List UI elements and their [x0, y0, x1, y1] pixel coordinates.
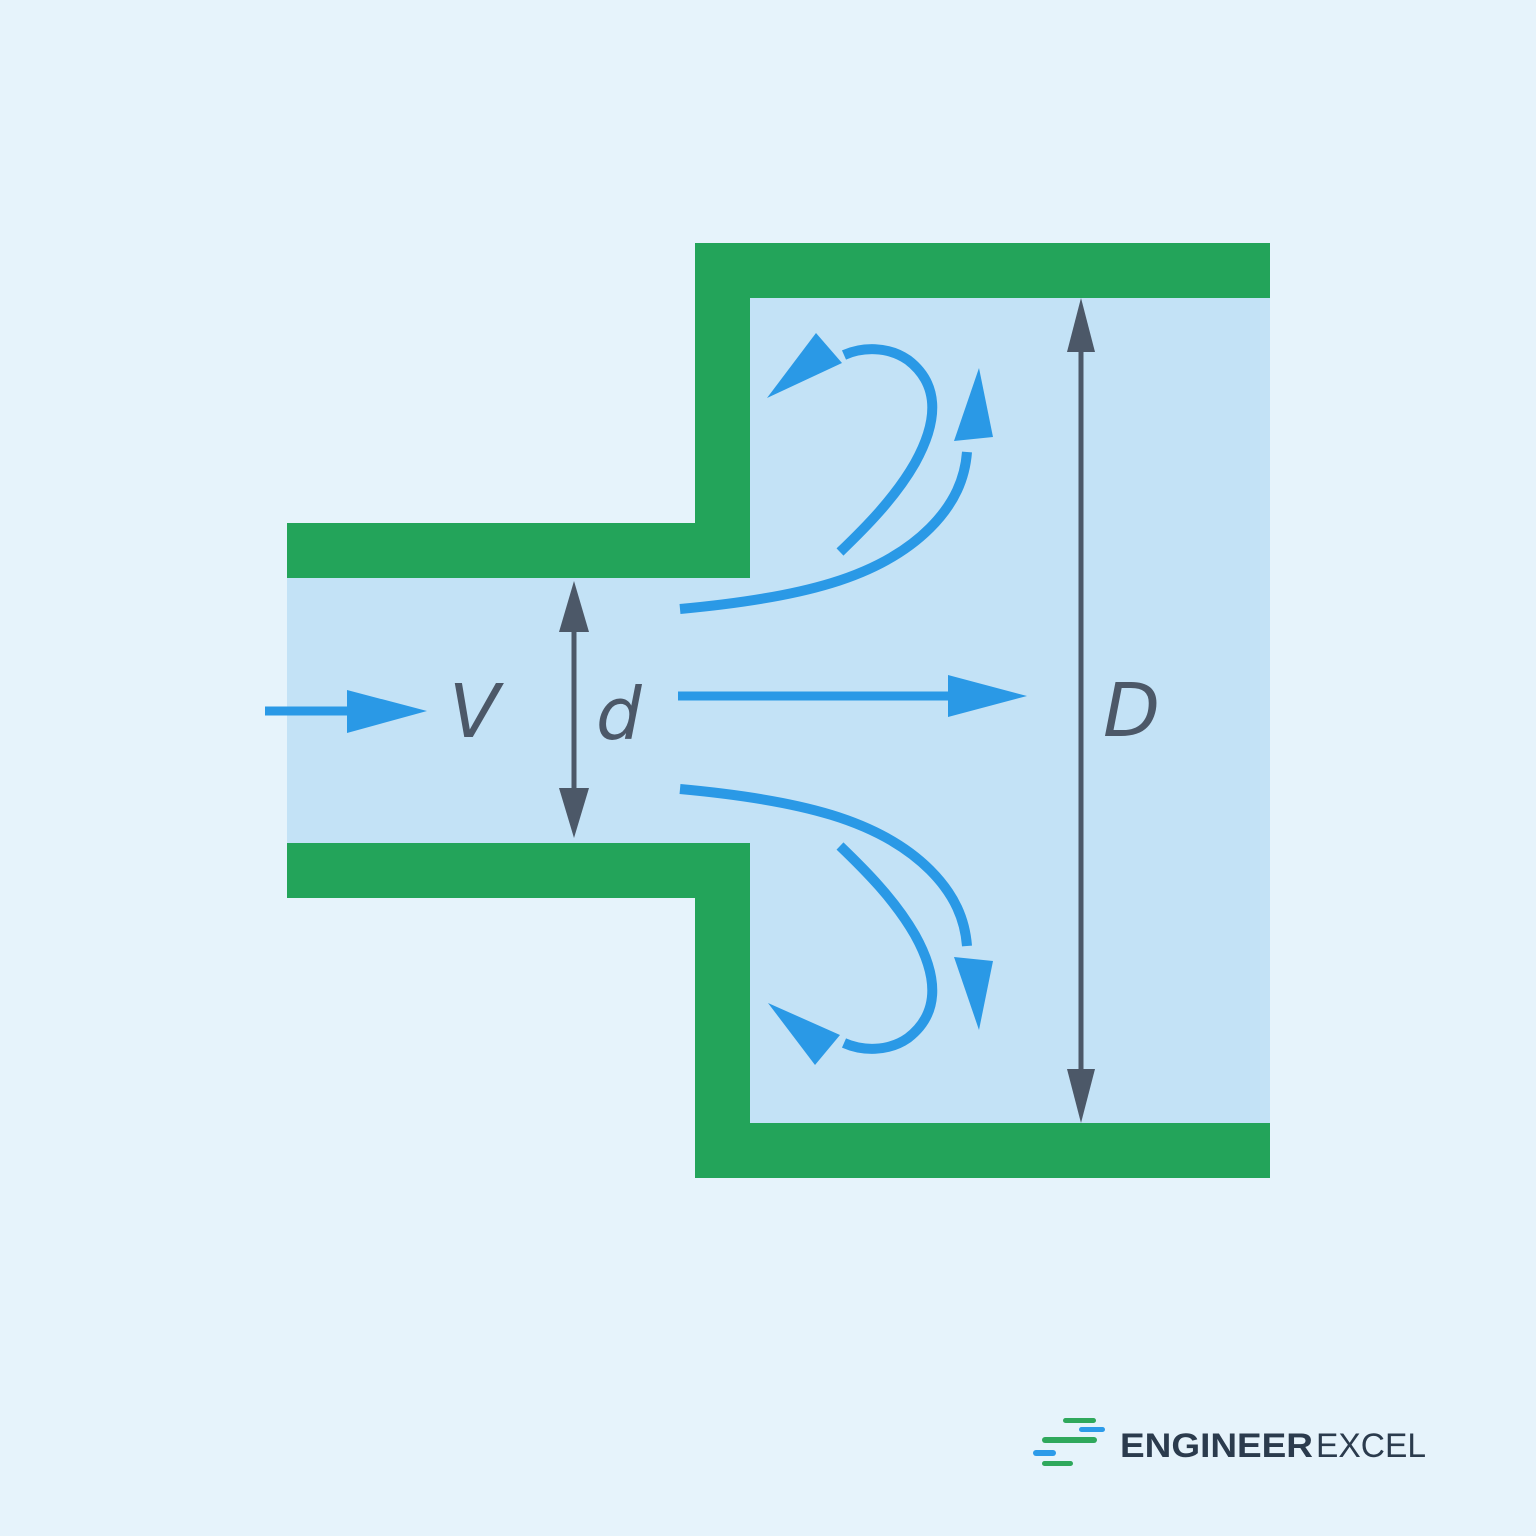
pipe-wall-large-bottom [695, 1123, 1270, 1178]
dimension-lines [571, 340, 1084, 1082]
logo-text-bold: ENGINEER [1120, 1427, 1313, 1465]
pipe-wall-step-bottom [695, 843, 750, 1178]
logo-bar-1 [1063, 1418, 1096, 1423]
logo-text-regular: EXCEL [1316, 1427, 1426, 1465]
large-diameter-arrowhead-bottom-icon [1067, 1069, 1095, 1123]
small-diameter-label: d [596, 672, 643, 756]
pipe-wall-small-top [287, 523, 750, 578]
large-diameter-label: D [1103, 668, 1160, 754]
pipe-wall-step-top [695, 243, 750, 578]
small-diameter-arrowhead-top-icon [559, 581, 589, 632]
jet-boundary-curve-bottom [679, 784, 972, 947]
brand-logo: ENGINEER EXCEL [1033, 1418, 1426, 1466]
logo-bar-2 [1079, 1427, 1105, 1432]
up-arrowhead-icon [954, 368, 993, 441]
bottom-corner-arrowhead-icon [768, 1003, 840, 1065]
logo-bar-4 [1033, 1450, 1056, 1456]
dimension-arrows [559, 298, 1095, 1123]
flow-arrows [265, 333, 1027, 1065]
dimension-heads [559, 298, 1095, 1123]
fluid-large-pipe [750, 298, 1270, 1123]
jet-boundary-curve-top [679, 451, 972, 614]
recirculation-curve-bottom [836, 842, 938, 1054]
small-diameter-arrowhead-bottom-icon [559, 788, 589, 838]
inlet-arrowhead-icon [347, 690, 427, 733]
fluid-regions [287, 298, 1270, 1123]
flow-arrow-lines [265, 344, 972, 1054]
pipe-walls [287, 243, 1270, 1178]
logo-mark-icon [1033, 1418, 1105, 1466]
large-diameter-arrowhead-top-icon [1067, 298, 1095, 352]
down-arrowhead-icon [954, 957, 993, 1030]
diagram-labels: V d D [449, 668, 1160, 756]
logo-bar-3 [1042, 1437, 1097, 1443]
jet-arrowhead-icon [948, 675, 1027, 717]
top-corner-arrowhead-icon [767, 333, 842, 398]
pipe-wall-large-top [695, 243, 1270, 298]
velocity-label: V [449, 669, 504, 755]
flow-arrow-heads [347, 333, 1027, 1065]
pipe-wall-small-bottom [287, 843, 750, 898]
logo-wordmark: ENGINEER EXCEL [1120, 1427, 1426, 1465]
logo-bar-5 [1042, 1461, 1073, 1466]
recirculation-curve-top [836, 344, 938, 556]
